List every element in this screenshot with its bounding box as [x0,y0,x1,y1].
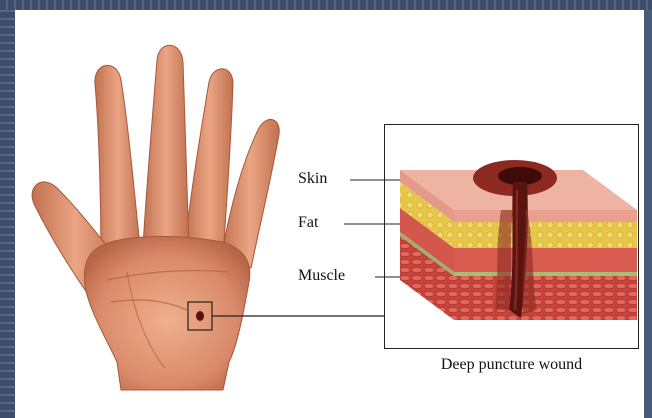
diagram-panel: Skin Fat Muscle Deep puncture wound [15,10,644,418]
window-frame-left [0,10,15,418]
figure-caption: Deep puncture wound [384,356,639,374]
label-muscle: Muscle [298,267,345,285]
window-frame-right [644,10,652,418]
label-fat: Fat [298,214,318,232]
label-skin: Skin [298,170,327,188]
window-frame-top [0,0,652,10]
